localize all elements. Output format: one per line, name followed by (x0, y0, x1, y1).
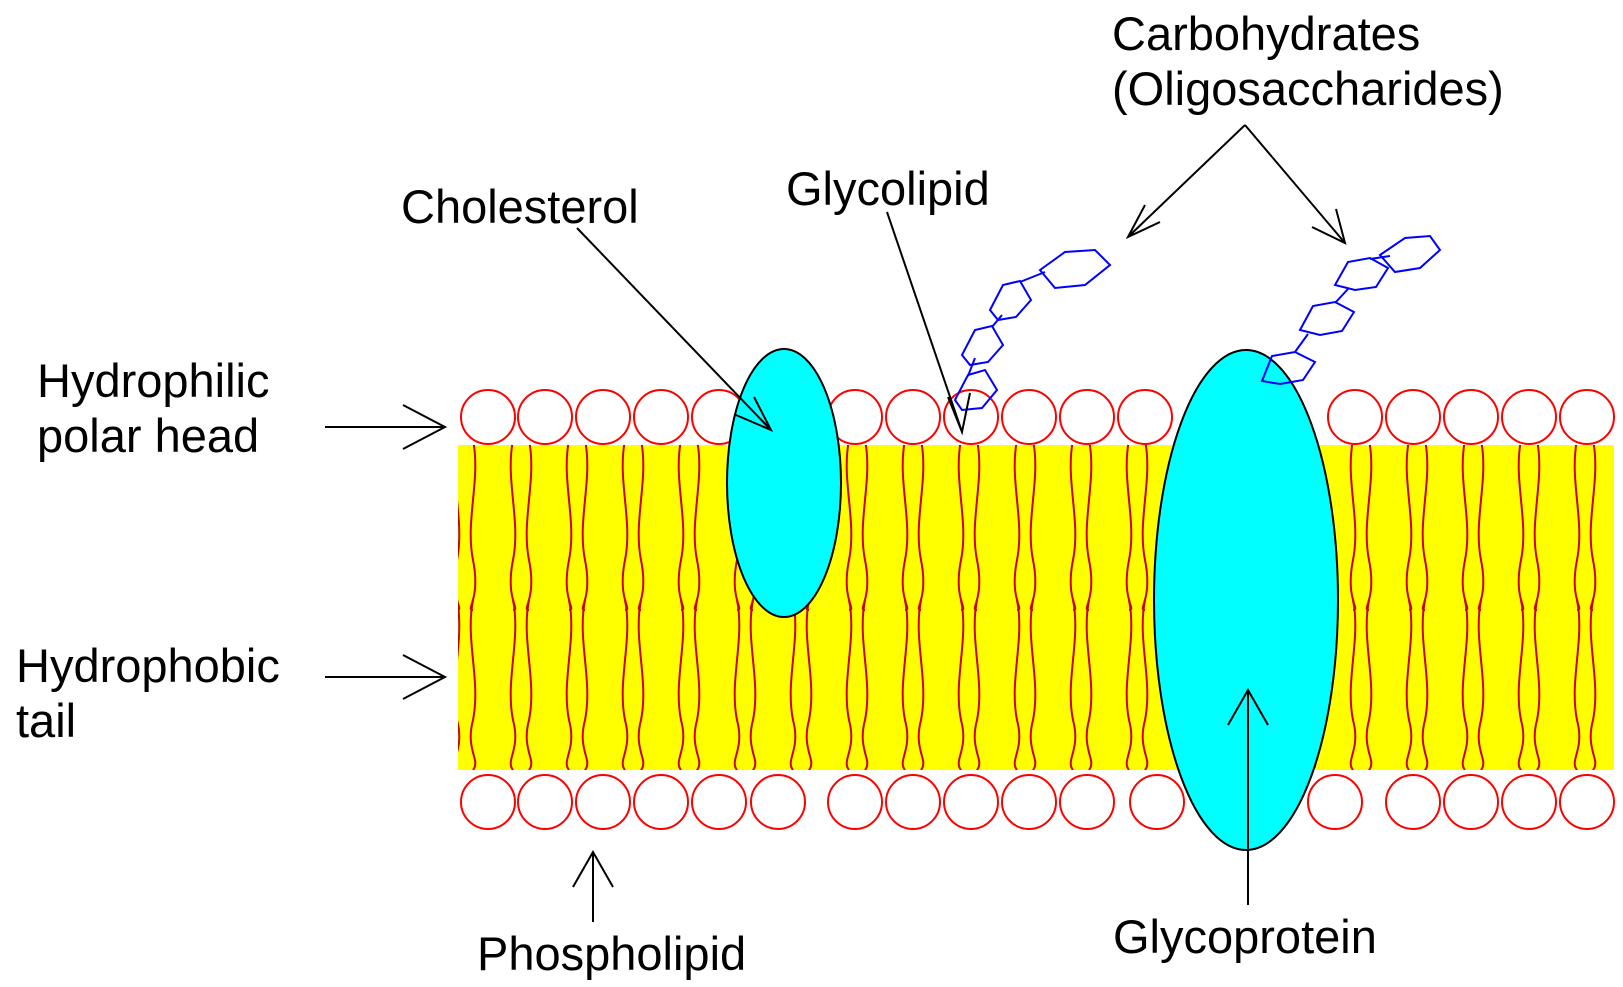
phospholipid-head (1308, 775, 1362, 829)
phospholipid-head (1002, 775, 1056, 829)
phospholipid-head (1060, 390, 1114, 444)
arrow-carbohydrates-right (1245, 125, 1345, 243)
phospholipid-head (1328, 390, 1382, 444)
label-hydrophobic-line1: Hydrophobic (16, 639, 280, 692)
phospholipid-head (1444, 390, 1498, 444)
arrow-carbohydrates-left (1128, 125, 1245, 237)
phospholipid-head (1444, 775, 1498, 829)
phospholipid-head (1002, 390, 1056, 444)
cholesterol-molecule (727, 349, 841, 617)
label-hydrophilic-line1: Hydrophilic (37, 354, 269, 407)
phospholipid-head (576, 390, 630, 444)
phospholipid-head (1502, 390, 1556, 444)
phospholipid-head (461, 390, 515, 444)
label-hydrophilic-line2: polar head (37, 409, 259, 462)
phospholipid-head (1502, 775, 1556, 829)
phospholipid-head (1118, 390, 1172, 444)
phospholipid-head (944, 775, 998, 829)
phospholipid-head (886, 390, 940, 444)
glycolipid-carbohydrate-chain (955, 250, 1110, 410)
arrow-hydrophobic (325, 655, 445, 699)
phospholipid-head (692, 775, 746, 829)
label-glycolipid: Glycolipid (786, 162, 990, 215)
label-hydrophobic-line2: tail (16, 694, 76, 747)
label-glycoprotein: Glycoprotein (1113, 910, 1377, 963)
phospholipid-heads-bottom (461, 775, 1614, 829)
phospholipid-head (886, 775, 940, 829)
label-carbohydrates-line2: (Oligosaccharides) (1112, 62, 1504, 115)
phospholipid-heads-top (461, 390, 1614, 444)
label-carbohydrates-line1: Carbohydrates (1112, 7, 1420, 60)
phospholipid-head (576, 775, 630, 829)
arrow-phospholipid (573, 852, 613, 922)
phospholipid-head (634, 775, 688, 829)
phospholipid-head (518, 775, 572, 829)
phospholipid-head (1130, 775, 1184, 829)
label-cholesterol: Cholesterol (401, 180, 639, 233)
phospholipid-head (751, 775, 805, 829)
phospholipid-head (518, 390, 572, 444)
arrow-hydrophilic (325, 405, 445, 449)
glycoprotein-molecule (1154, 350, 1338, 850)
hydrophobic-tails (458, 445, 1614, 770)
phospholipid-head (1560, 775, 1614, 829)
glycoprotein-carbohydrate-chain (1262, 236, 1440, 384)
phospholipid-head (828, 775, 882, 829)
phospholipid-head (461, 775, 515, 829)
phospholipid-head (1560, 390, 1614, 444)
phospholipid-head (1060, 775, 1114, 829)
phospholipid-head (1386, 775, 1440, 829)
label-phospholipid: Phospholipid (477, 927, 746, 980)
phospholipid-head (634, 390, 688, 444)
phospholipid-head (1386, 390, 1440, 444)
